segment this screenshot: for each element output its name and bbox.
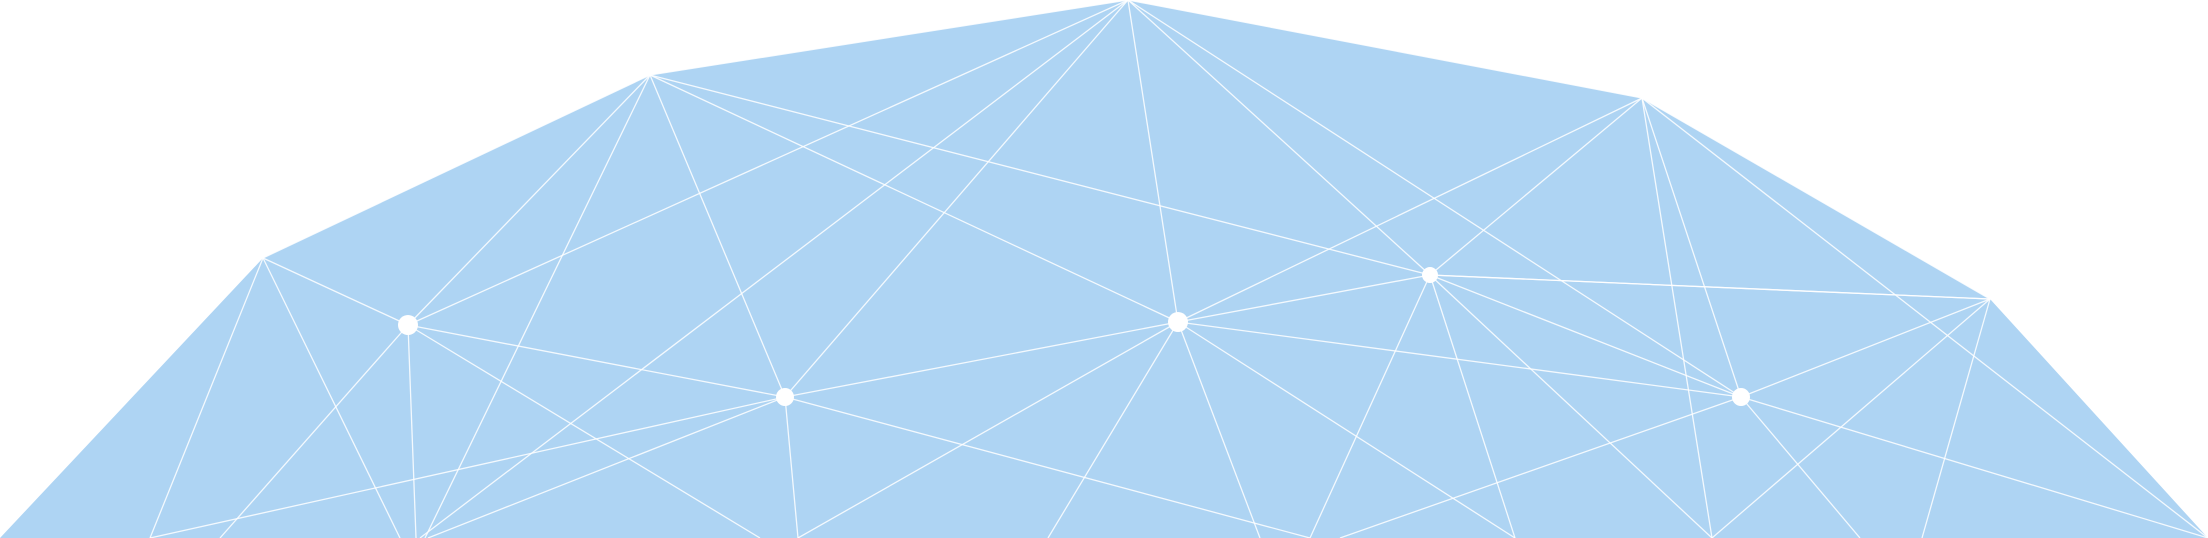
mesh-line: [262, 257, 401, 538]
mesh-line: [1047, 321, 1179, 538]
mesh-line: [424, 74, 651, 538]
mesh-line: [1127, 0, 1179, 323]
mesh-line: [1641, 97, 1991, 300]
mesh-node: [776, 388, 794, 406]
mesh-line: [1177, 321, 1516, 538]
mesh-lines: [149, 0, 2208, 538]
mesh-line: [1711, 298, 1991, 538]
mesh-line: [407, 74, 651, 326]
mesh-nodes: [398, 267, 1750, 406]
mesh-line: [784, 396, 1311, 538]
mesh-line: [219, 324, 409, 538]
mesh-line: [1429, 274, 1516, 538]
mesh-node: [1422, 267, 1438, 283]
mesh-line: [407, 324, 786, 398]
mesh-line: [1429, 274, 1713, 538]
mesh-line: [1177, 321, 1742, 398]
mesh-line: [407, 0, 1129, 326]
mesh-line: [1177, 274, 1431, 323]
mesh-line: [407, 324, 761, 538]
mesh-line: [1740, 396, 1861, 538]
mesh-line: [1740, 298, 1991, 398]
mesh-line: [1641, 97, 2208, 538]
mesh-line: [1339, 396, 1742, 538]
mesh-line: [1177, 321, 1261, 538]
mesh-line: [797, 321, 1179, 538]
mesh-line: [427, 396, 786, 538]
mesh-line: [784, 0, 1129, 398]
mesh-line: [1740, 396, 2208, 538]
mesh-line: [1127, 0, 1431, 276]
mesh-line: [784, 396, 799, 538]
mesh-line: [407, 324, 417, 538]
mesh-line: [1429, 97, 1643, 276]
mesh-line: [262, 74, 651, 259]
mesh-line: [1177, 97, 1643, 323]
mesh-line: [1641, 97, 1742, 398]
mesh-line: [1309, 274, 1431, 538]
mesh-line: [149, 396, 786, 538]
mesh-line: [1429, 274, 1991, 300]
mesh-line: [784, 321, 1179, 398]
mesh-line: [1921, 298, 1991, 538]
mesh-line: [649, 74, 786, 398]
mesh-line: [649, 74, 1179, 323]
mesh-node: [398, 315, 418, 335]
mesh-line: [419, 0, 1129, 538]
mesh-line: [649, 74, 1431, 276]
mesh-line: [149, 257, 264, 538]
mesh-line: [1429, 274, 1742, 398]
mesh-node: [1732, 388, 1750, 406]
mesh-line: [649, 0, 1129, 76]
mesh-line: [1127, 0, 1643, 99]
mesh-line: [1641, 97, 1713, 538]
mesh-line: [262, 257, 409, 326]
mesh-node: [1168, 312, 1188, 332]
